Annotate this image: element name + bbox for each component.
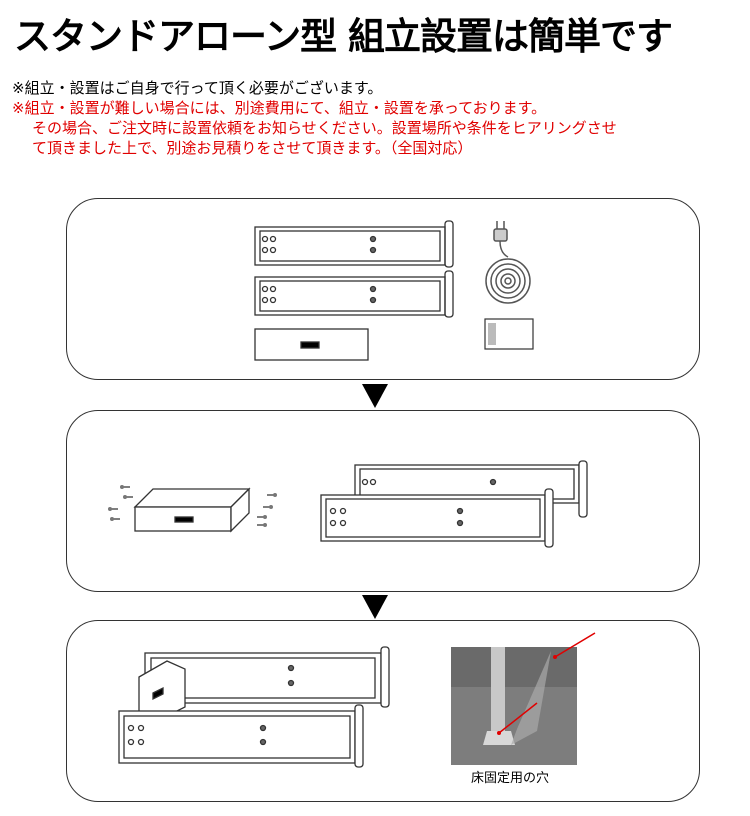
note-self-assembly: ※組立・設置はご自身で行って頂く必要がございます。 <box>12 79 383 97</box>
notes: ※組立・設置はご自身で行って頂く必要がございます。 ※組立・設置が難しい場合には… <box>12 78 617 158</box>
step-arrow-2 <box>362 595 388 619</box>
manual-card <box>484 318 534 350</box>
control-box-3d <box>133 487 251 533</box>
rail-panel-1 <box>254 220 454 268</box>
page-title: スタンドアローン型 組立設置は簡単です <box>14 15 673 58</box>
rail-front-installed <box>118 704 364 768</box>
rail-front <box>320 488 554 548</box>
installed-illustration <box>118 632 596 768</box>
photo-caption: 床固定用の穴 <box>471 771 550 786</box>
rail-panel-2 <box>254 270 454 318</box>
control-box <box>254 328 369 361</box>
floor-anchor-photo <box>451 632 596 765</box>
step1-parts-panel <box>66 198 700 380</box>
note-estimate: て頂きました上で、別途お見積りをさせて頂きます。（全国対応） <box>32 139 473 157</box>
control-box-installed <box>138 660 186 722</box>
power-cord-icon <box>485 221 531 304</box>
step-arrow-1 <box>362 384 388 408</box>
screws <box>108 485 277 527</box>
parts-illustration <box>254 220 534 361</box>
assembly-illustration <box>108 460 588 548</box>
step2-assembly-panel <box>66 410 700 592</box>
note-assembly-service: ※組立・設置が難しい場合には、別途費用にて、組立・設置を承っております。 <box>12 99 547 117</box>
note-assembly-request: その場合、ご注文時に設置依頼をお知らせください。設置場所や条件をヒアリングさせ <box>32 119 617 137</box>
step3-install-panel: 床固定用の穴 <box>66 620 700 802</box>
